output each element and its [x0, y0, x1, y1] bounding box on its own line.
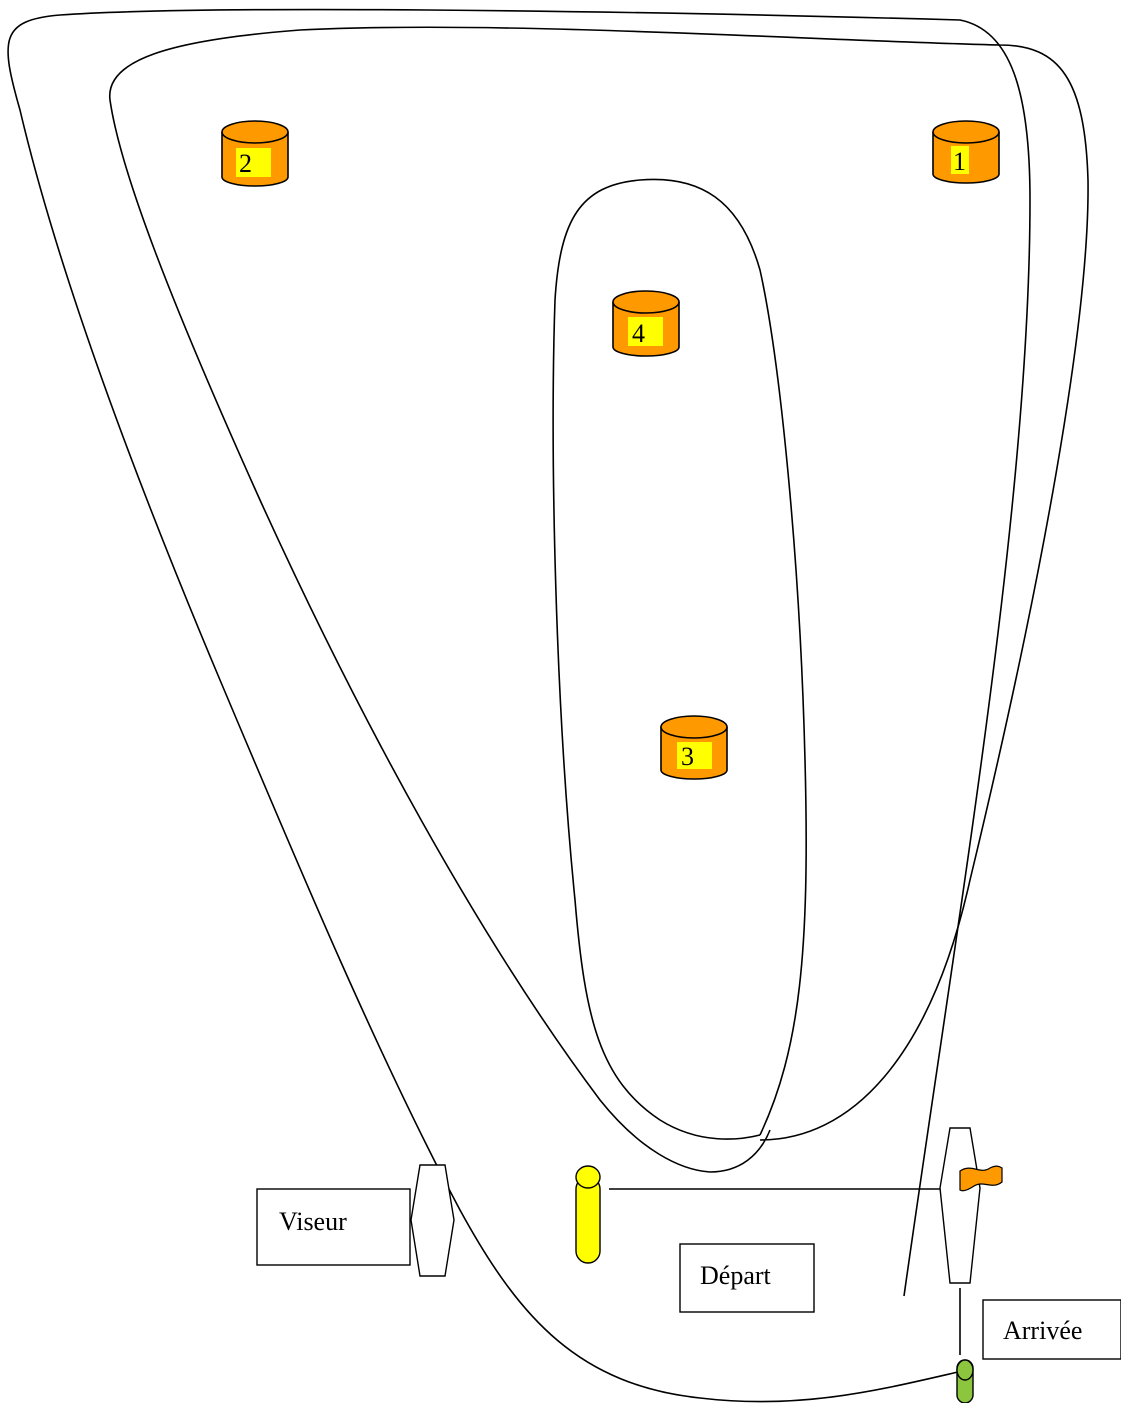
arrivee-box — [982, 1299, 1121, 1360]
committee-boat — [939, 1127, 981, 1284]
depart-label: Départ — [700, 1261, 772, 1290]
buoy-2-label: 2 — [239, 149, 252, 178]
start-mark — [575, 1165, 601, 1264]
buoy-4-label: 4 — [632, 319, 645, 348]
buoy-1-label: 1 — [953, 147, 966, 176]
outer-course-line — [7, 8, 1031, 1403]
arrivee-label: Arrivée — [1003, 1316, 1082, 1345]
buoy-3: 3 — [660, 715, 728, 780]
viseur-box — [256, 1188, 411, 1266]
orange-flag-icon — [959, 1165, 1003, 1192]
buoy-2: 2 — [221, 120, 289, 187]
finish-mark — [956, 1359, 974, 1403]
buoy-1: 1 — [932, 120, 1000, 184]
viseur-boat — [410, 1164, 455, 1277]
middle-course-line — [109, 26, 1089, 1173]
depart-box — [679, 1243, 815, 1313]
buoy-4: 4 — [612, 290, 680, 357]
buoy-3-label: 3 — [681, 742, 694, 771]
viseur-label: Viseur — [279, 1207, 347, 1236]
inner-course-line — [552, 178, 807, 1140]
